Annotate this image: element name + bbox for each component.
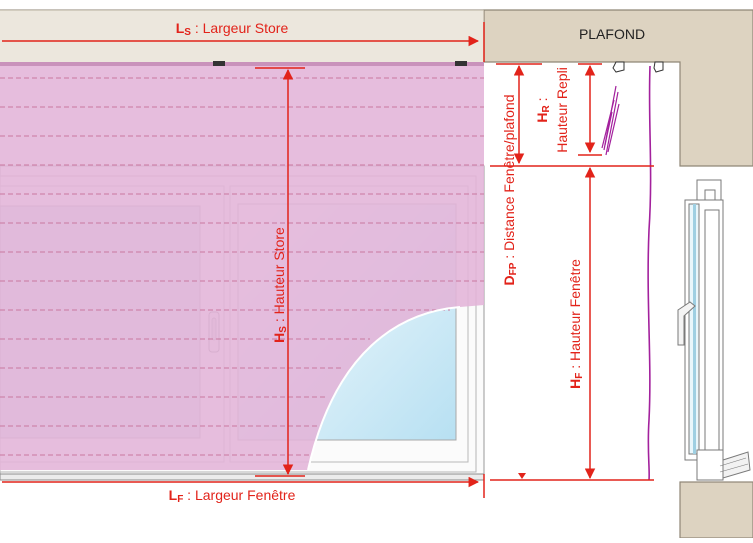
plafond-label: PLAFOND	[579, 26, 645, 42]
hr-label-line2: Hauteur Repli	[554, 67, 570, 153]
wall-sill	[679, 481, 753, 539]
lf-label: LF : Largeur Fenêtre	[169, 487, 296, 505]
roman-blind	[0, 61, 484, 471]
dfp-label: DFP : Distance Fenêtre/plafond	[501, 94, 519, 285]
window-section-profile	[677, 179, 751, 481]
dimension-lines	[2, 22, 654, 498]
hf-label: HF : Hauteur Fenêtre	[567, 259, 585, 389]
hs-label: HS : Hauteur Store	[271, 227, 289, 343]
ceiling-wall: PLAFOND	[0, 9, 753, 167]
hr-label: HR :	[534, 97, 552, 122]
ls-label: LS : Largeur Store	[176, 20, 289, 38]
blind-side-profile	[601, 61, 664, 481]
